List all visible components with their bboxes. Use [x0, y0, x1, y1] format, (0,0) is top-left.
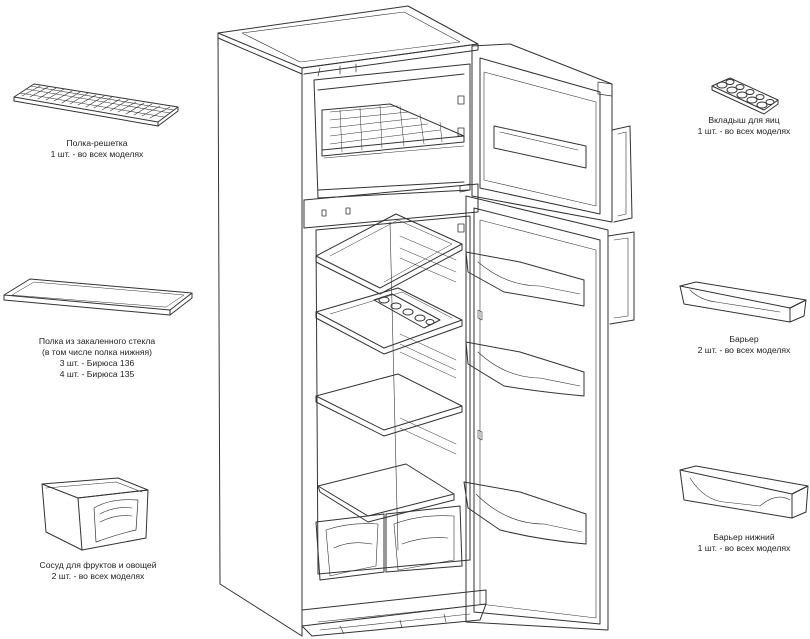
- egg-tray-drawing: [711, 77, 779, 115]
- glass-shelf-note: (в том числе полка нижняя): [41, 347, 153, 357]
- crisper-name: Сосуд для фруктов и овощей: [39, 560, 157, 570]
- wire-shelf-drawing: [13, 83, 179, 127]
- glass-shelf-label: Полка из закаленного стекла (в том числе…: [16, 336, 178, 380]
- glass-shelf-drawing: [3, 278, 193, 316]
- wire-shelf-name: Полка-решетка: [66, 138, 128, 148]
- door-bar-lower-name: Барьер нижний: [713, 532, 775, 542]
- side-latches: [321, 95, 471, 233]
- glass-shelf-qty1: 3 шт. - Бирюса 136: [59, 358, 135, 368]
- door-bar-name: Барьер: [729, 334, 759, 344]
- refrigerator-body: [217, 5, 487, 637]
- crisper-qty: 2 шт. - во всех моделях: [51, 571, 145, 581]
- crisper-label: Сосуд для фруктов и овощей 2 шт. - во вс…: [18, 560, 178, 582]
- egg-tray-qty: 1 шт. - во всех моделях: [697, 126, 791, 136]
- door-bar-label: Барьер 2 шт. - во всех моделях: [674, 334, 810, 356]
- door-bar-qty: 2 шт. - во всех моделях: [697, 345, 791, 355]
- door-bar-lower-label: Барьер нижний 1 шт. - во всех моделях: [674, 532, 810, 554]
- wire-shelf-qty: 1 шт. - во всех моделях: [50, 149, 144, 159]
- fridge-door: [463, 195, 635, 631]
- glass-shelf-name: Полка из закаленного стекла: [38, 336, 156, 346]
- door-bar-lower-qty: 1 шт. - во всех моделях: [697, 543, 791, 553]
- door-bar-lower-drawing: [679, 465, 809, 519]
- glass-shelf-qty2: 4 шт. - Бирюса 135: [59, 369, 135, 379]
- wire-shelf-label: Полка-решетка 1 шт. - во всех моделях: [32, 138, 162, 160]
- crisper-drawing: [41, 477, 149, 551]
- freezer-door: [471, 43, 633, 223]
- door-bar-drawing: [679, 281, 807, 323]
- egg-tray-name: Вкладыш для яиц: [708, 115, 780, 125]
- egg-tray-label: Вкладыш для яиц 1 шт. - во всех моделях: [674, 115, 810, 137]
